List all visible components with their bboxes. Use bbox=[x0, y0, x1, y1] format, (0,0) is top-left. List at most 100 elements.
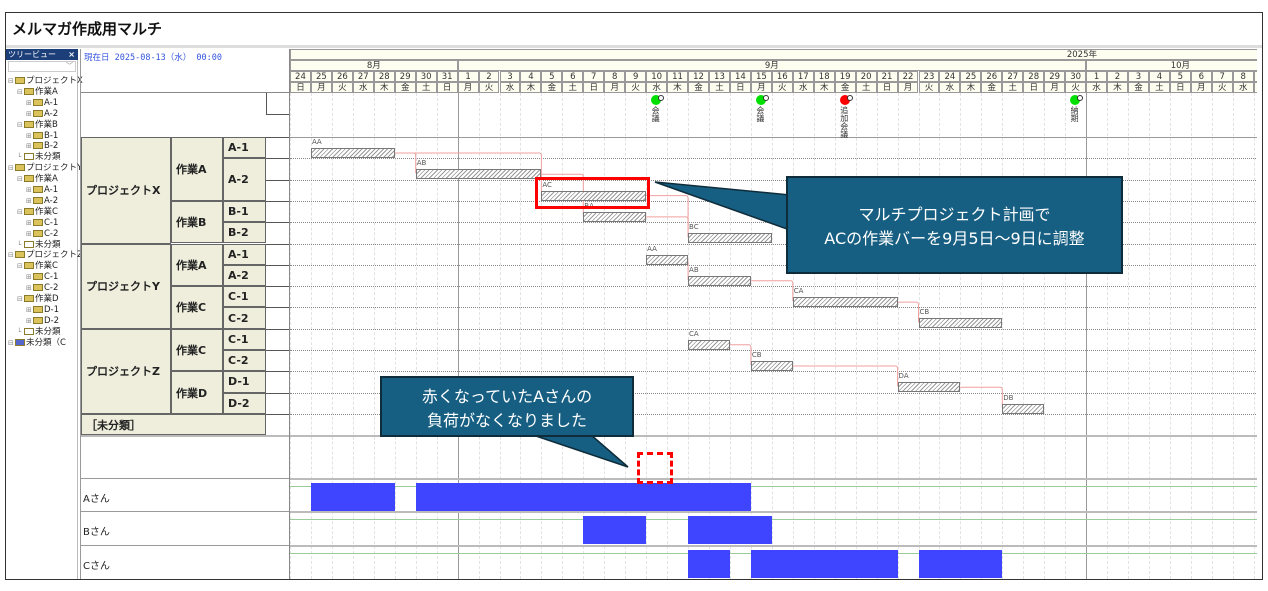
collapse-icon[interactable]: ⊟ bbox=[17, 175, 23, 184]
tree-node[interactable]: └未分類 bbox=[17, 152, 61, 163]
day-gridline bbox=[499, 93, 501, 579]
weekday: 木 bbox=[520, 82, 542, 93]
day-gridline bbox=[646, 93, 648, 579]
expand-icon[interactable]: ⊞ bbox=[26, 98, 32, 107]
tree-node[interactable]: ⊞B-2 bbox=[26, 141, 58, 152]
weekday: 月 bbox=[1190, 82, 1212, 93]
collapse-icon[interactable]: ⊟ bbox=[17, 295, 23, 303]
milestone-marker[interactable] bbox=[1070, 95, 1081, 105]
tree-node[interactable]: ⊞A-1 bbox=[26, 185, 58, 196]
collapse-icon[interactable]: └ bbox=[17, 153, 22, 162]
day-gridline bbox=[562, 93, 564, 579]
tree-node[interactable]: ⊟ 作業B bbox=[17, 120, 58, 131]
milestone-marker[interactable] bbox=[839, 95, 850, 105]
expand-icon[interactable]: ⊞ bbox=[26, 142, 32, 151]
work-cell: 作業C bbox=[171, 328, 223, 372]
expand-icon[interactable]: ⊞ bbox=[26, 273, 32, 282]
task-bar[interactable] bbox=[688, 339, 730, 350]
collapse-icon[interactable]: ⊟ bbox=[17, 262, 23, 271]
collapse-icon[interactable]: ⊟ bbox=[8, 77, 14, 85]
weekday: 月 bbox=[457, 82, 479, 93]
tree-node[interactable]: ⊞C-1 bbox=[26, 272, 58, 283]
collapse-icon[interactable]: └ bbox=[17, 327, 22, 336]
tree-node[interactable]: └未分類 bbox=[17, 240, 61, 251]
expand-icon[interactable]: ⊞ bbox=[26, 284, 32, 293]
weekday: 水 bbox=[352, 82, 374, 93]
collapse-icon[interactable]: ⊟ bbox=[17, 120, 23, 129]
task-bar[interactable] bbox=[310, 148, 395, 158]
tree-node[interactable]: ⊟未分類（C bbox=[8, 338, 66, 349]
tree-node[interactable]: ⊟プロジェクトX bbox=[8, 76, 83, 87]
task-bar[interactable] bbox=[792, 297, 898, 308]
expand-icon[interactable]: ⊞ bbox=[26, 229, 32, 238]
task-bar[interactable] bbox=[583, 211, 647, 222]
tree-node-label: 作業B bbox=[35, 119, 58, 130]
day-gridline bbox=[478, 93, 480, 579]
divider bbox=[81, 92, 290, 93]
load-bar bbox=[688, 516, 772, 545]
task-bar[interactable] bbox=[1002, 403, 1045, 414]
close-icon[interactable]: × bbox=[68, 50, 75, 59]
day-number: 30 bbox=[1065, 71, 1087, 82]
day-gridline bbox=[457, 93, 459, 579]
folder-icon bbox=[33, 316, 43, 324]
collapse-icon[interactable]: ⊟ bbox=[17, 207, 23, 216]
tree-node[interactable]: ⊟作業A bbox=[17, 174, 58, 185]
tree-node[interactable]: ⊞A-1 bbox=[26, 98, 58, 109]
tree-node[interactable]: ⊞C-2 bbox=[26, 283, 58, 294]
tree-node[interactable]: ⊟プロジェクトY bbox=[8, 163, 82, 174]
task-bar[interactable] bbox=[750, 361, 793, 371]
tree-filter-dropdown[interactable]: ﹀ bbox=[8, 61, 76, 72]
tree-node[interactable]: ⊟作業D bbox=[17, 294, 59, 305]
collapse-icon[interactable]: ⊟ bbox=[8, 164, 14, 173]
tree-node[interactable]: ⊞D-2 bbox=[26, 316, 59, 327]
callout-line: ACの作業バーを9月5日～9日に調整 bbox=[824, 229, 1085, 248]
day-number: 28 bbox=[1023, 71, 1045, 82]
tree-node[interactable]: ⊟作業A bbox=[17, 87, 58, 98]
tree-node[interactable]: ⊞ C-2 bbox=[26, 229, 58, 240]
tree-node[interactable]: ⊞A-2 bbox=[26, 109, 58, 120]
expand-icon[interactable]: ⊞ bbox=[26, 186, 32, 194]
day-gridline bbox=[1107, 93, 1109, 579]
task-bar[interactable] bbox=[415, 169, 542, 180]
expand-icon[interactable]: ⊞ bbox=[26, 218, 32, 227]
task-bar[interactable] bbox=[918, 318, 1003, 329]
expand-icon[interactable]: ⊞ bbox=[26, 316, 32, 325]
day-gridline bbox=[1023, 93, 1025, 579]
tree-node[interactable]: └未分類 bbox=[17, 327, 61, 338]
collapse-icon[interactable]: ⊟ bbox=[8, 251, 14, 260]
collapse-icon[interactable]: ⊟ bbox=[8, 338, 14, 347]
day-gridline bbox=[1148, 93, 1150, 579]
milestone-marker[interactable] bbox=[651, 95, 662, 105]
task-bar[interactable] bbox=[541, 190, 647, 201]
folder-icon bbox=[24, 120, 34, 128]
day-gridline bbox=[1044, 93, 1046, 579]
task-cell: D-2 bbox=[223, 392, 266, 414]
weekday: 火 bbox=[331, 82, 353, 93]
expand-icon[interactable]: ⊞ bbox=[26, 131, 32, 140]
tree-node[interactable]: ⊞C-1 bbox=[26, 218, 58, 229]
task-bar[interactable] bbox=[646, 254, 689, 265]
collapse-icon[interactable]: ⊟ bbox=[17, 87, 23, 96]
tree-node[interactable]: ⊞A-2 bbox=[26, 196, 58, 207]
task-bar-label: DA bbox=[898, 372, 909, 381]
task-bar[interactable] bbox=[688, 233, 772, 244]
collapse-icon[interactable]: └ bbox=[17, 240, 22, 249]
tree-node[interactable]: ⊞D-1 bbox=[26, 305, 59, 316]
expand-icon[interactable]: ⊞ bbox=[26, 196, 32, 205]
tree-node[interactable]: ⊟作業C bbox=[17, 261, 58, 272]
tree-node[interactable]: ⊟プロジェクトZ bbox=[8, 250, 83, 261]
tree-node[interactable]: ⊟作業C bbox=[17, 207, 58, 218]
tree-node[interactable]: ⊞B-1 bbox=[26, 131, 58, 142]
tree-node-label: C-2 bbox=[44, 228, 59, 239]
expand-icon[interactable]: ⊞ bbox=[26, 305, 32, 314]
task-bar[interactable] bbox=[688, 275, 751, 286]
expand-icon[interactable]: ⊞ bbox=[26, 109, 32, 118]
task-bar[interactable] bbox=[897, 382, 961, 393]
row-line bbox=[266, 222, 290, 224]
dependency-links bbox=[394, 152, 1003, 408]
milestone-marker[interactable] bbox=[755, 95, 766, 105]
day-number: 1 bbox=[457, 71, 479, 82]
day-number: 27 bbox=[1002, 71, 1024, 82]
